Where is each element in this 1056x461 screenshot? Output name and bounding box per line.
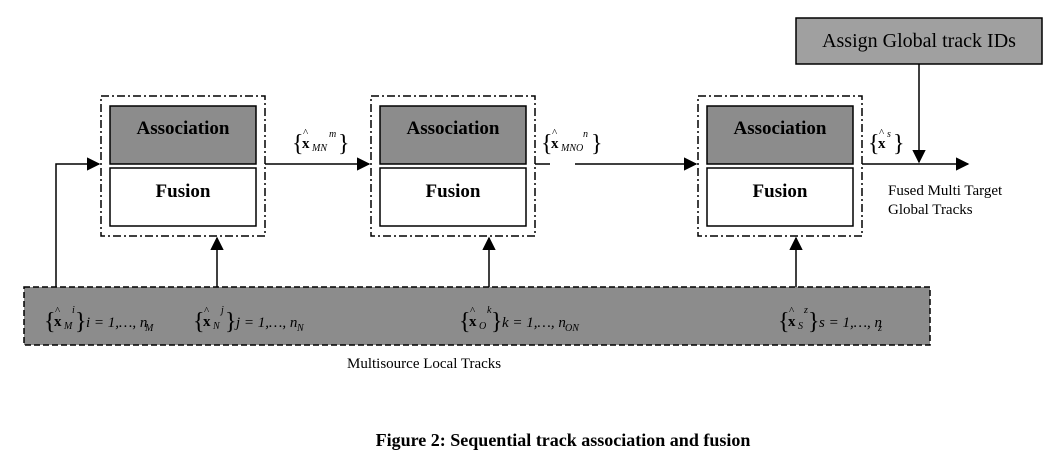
stage-1-association-label: Association [137,118,230,139]
intermediate-track-s: { ^ x s } [868,127,905,157]
svg-text:}: } [491,309,503,335]
svg-text:s = 1,…, n: s = 1,…, n [819,315,882,331]
svg-text:^: ^ [204,305,210,317]
intermediate-track-mn: { ^ x MN m } [292,127,350,157]
svg-text:i = 1,…, n: i = 1,…, n [86,315,147,331]
svg-text:{: { [868,131,880,157]
stage-3-association-label: Association [734,118,827,139]
arrow-local-to-stage1 [55,157,101,287]
stage-2-dashed-frame [370,95,536,237]
svg-text:M: M [63,321,73,332]
svg-text:{: { [459,309,471,335]
figure-caption: Figure 2: Sequential track association a… [376,430,751,450]
local-tracks-bar [23,286,931,346]
svg-text:}: } [591,131,603,157]
stage-2: Association Fusion [370,95,536,237]
stage-2-fusion-label: Fusion [426,181,481,202]
local-track-s: { ^ x S z } s = 1,…, n z [778,305,882,335]
svg-text:k: k [487,305,492,316]
intermediate-track-mno: { ^ x MNO n } [541,127,603,157]
svg-text:k = 1,…, n: k = 1,…, n [502,315,566,331]
output-label-line1: Fused Multi Target [888,183,1003,199]
stage-1-fusion-label: Fusion [156,181,211,202]
svg-text:j: j [219,305,224,316]
svg-text:}: } [338,131,350,157]
stage-2-fusion-box [379,167,527,227]
assign-global-ids-box [795,17,1043,65]
svg-text:M: M [144,323,154,334]
stage-3-association-box [706,105,854,165]
svg-text:m: m [329,129,336,140]
stage-2-association-label: Association [407,118,500,139]
local-track-o: { ^ x O k } k = 1,…, n ON [459,305,580,335]
stage-1-dashed-frame [100,95,266,237]
svg-text:z: z [877,323,882,334]
svg-text:x: x [551,136,559,152]
svg-text:^: ^ [789,305,795,317]
svg-text:{: { [541,131,553,157]
svg-text:}: } [808,309,820,335]
svg-text:s: s [887,129,891,140]
stage-3-fusion-label: Fusion [753,181,808,202]
svg-text:x: x [788,314,796,330]
svg-text:}: } [893,131,905,157]
stage-1-fusion-box [109,167,257,227]
svg-text:n: n [583,129,588,140]
svg-text:j = 1,…, n: j = 1,…, n [234,315,297,331]
local-tracks-label: Multisource Local Tracks [347,356,501,372]
svg-text:}: } [225,309,237,335]
svg-text:N: N [296,323,305,334]
svg-text:^: ^ [470,305,476,317]
svg-text:^: ^ [55,305,61,317]
assign-global-ids-label: Assign Global track IDs [822,30,1016,52]
svg-text:}: } [75,309,87,335]
svg-text:x: x [54,314,62,330]
stage-3: Association Fusion [697,95,863,237]
svg-text:x: x [203,314,211,330]
svg-text:{: { [193,309,205,335]
svg-text:MNO: MNO [560,143,583,154]
svg-text:^: ^ [879,127,885,139]
output-label-line2: Global Tracks [888,202,973,218]
svg-text:{: { [44,309,56,335]
local-track-n: { ^ x N j } j = 1,…, n N [193,305,305,335]
stage-1-association-box [109,105,257,165]
svg-text:x: x [469,314,477,330]
svg-text:{: { [778,309,790,335]
stage-3-dashed-frame [697,95,863,237]
stage-3-fusion-box [706,167,854,227]
svg-text:S: S [798,321,803,332]
svg-text:^: ^ [303,127,309,139]
svg-text:MN: MN [311,143,328,154]
svg-text:x: x [878,136,886,152]
stage-2-association-box [379,105,527,165]
svg-text:z: z [803,305,808,316]
svg-text:O: O [479,321,486,332]
svg-text:^: ^ [552,127,558,139]
svg-text:i: i [72,305,75,316]
local-track-m: { ^ x M i } i = 1,…, n M [44,305,154,335]
svg-text:x: x [302,136,310,152]
svg-text:N: N [212,321,221,332]
svg-text:ON: ON [565,323,580,334]
svg-text:{: { [292,131,304,157]
stage-1: Association Fusion [100,95,266,237]
